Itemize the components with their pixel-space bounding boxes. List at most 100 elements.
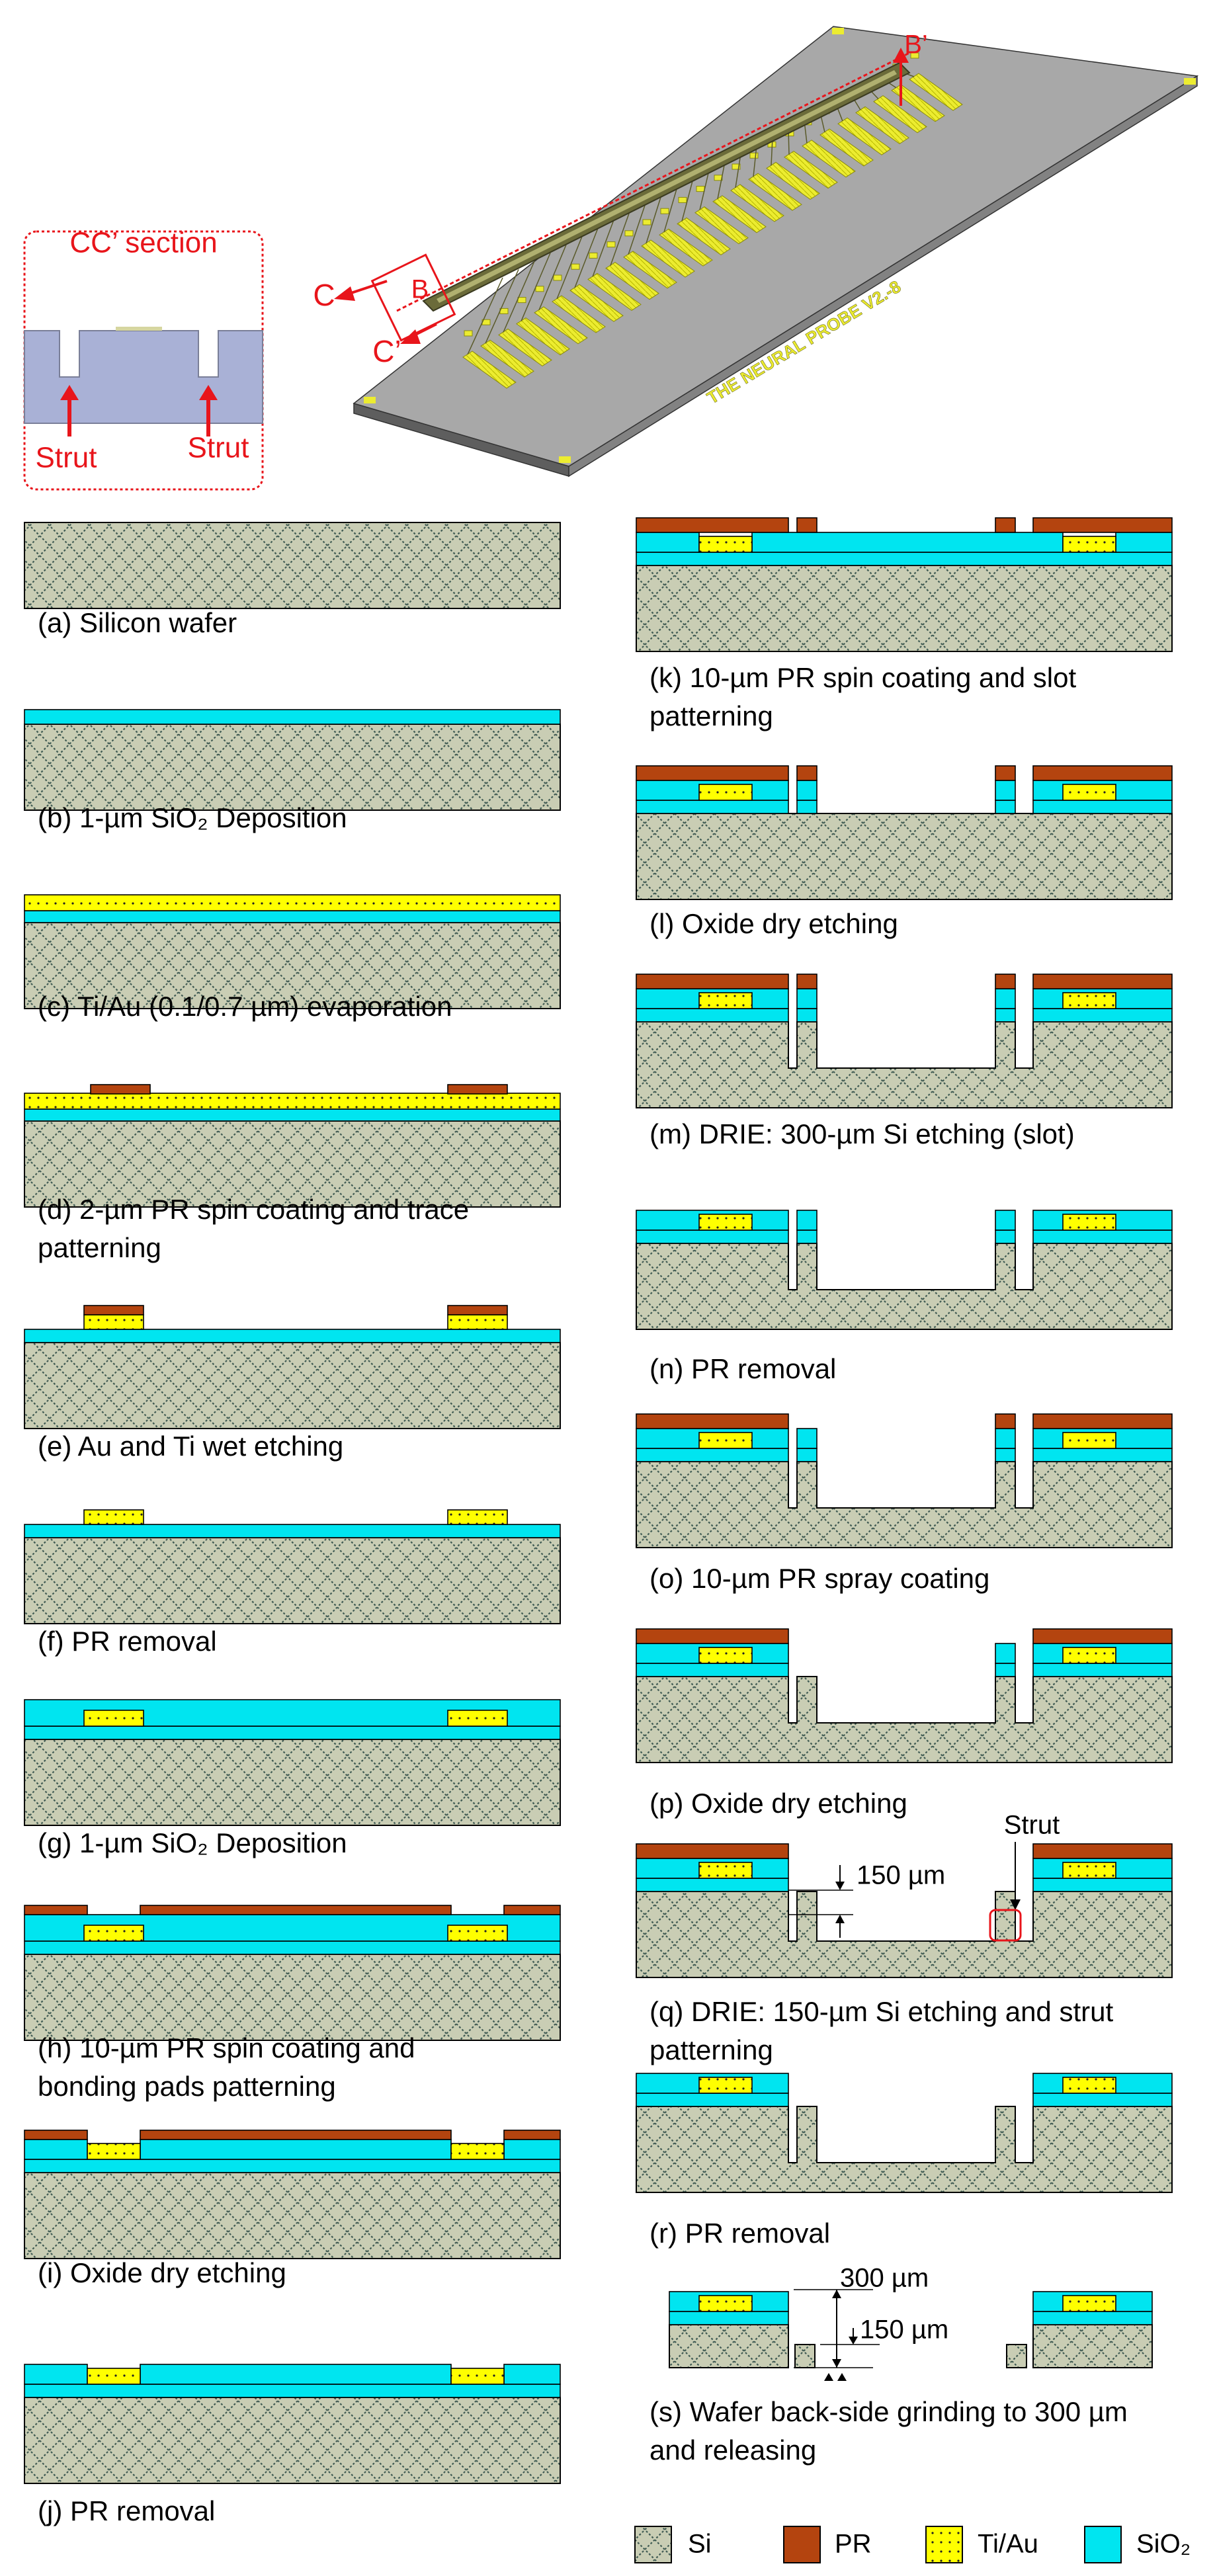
s-dim-150-head: [849, 2337, 858, 2345]
caption-a-line-1: (a) Silicon wafer: [38, 607, 237, 638]
pr-block: [636, 517, 789, 533]
tiau-pad: [698, 2077, 753, 2094]
tiau-pad: [1062, 1862, 1116, 1879]
probe-bonding-pads: [462, 52, 963, 389]
sio2-block: [24, 1725, 561, 1740]
si-wafer: [636, 1243, 1173, 1330]
bonding-pad-finger: [534, 306, 588, 345]
sio2-block: [796, 1229, 817, 1244]
probe-site: [732, 163, 741, 170]
probe-label-c-prime: C’: [372, 334, 401, 368]
trace-line: [610, 211, 630, 266]
inset-arrowhead-right: [199, 385, 218, 400]
sio2-block: [995, 988, 1016, 1009]
sio2-block: [995, 1008, 1016, 1022]
pr-block: [1032, 765, 1173, 781]
tiau-pad: [83, 1710, 144, 1727]
si-wafer: [24, 522, 561, 609]
bonding-pad-finger: [909, 73, 963, 111]
sio2-block: [140, 2139, 452, 2160]
caption-m-line-1: (m) DRIE: 300-µm Si etching (slot): [649, 1118, 1075, 1149]
tiau-pad: [1062, 992, 1116, 1009]
si-wafer: [24, 1537, 561, 1624]
probe-3d-view: C C’ B B’ THE NEURAL PROBE V2.-8: [313, 26, 1199, 478]
pr-block: [140, 1905, 452, 1915]
si-wafer: [24, 1739, 561, 1826]
bonding-pad-finger: [766, 161, 820, 200]
sio2-block: [995, 1210, 1016, 1231]
legend-pr-label: PR: [835, 2530, 872, 2559]
inset-title: CC’ section: [69, 227, 217, 259]
pr-block: [636, 1628, 789, 1644]
sio2-block: [636, 532, 700, 553]
pr-block: [796, 974, 817, 989]
tiau-pad: [1062, 1647, 1116, 1664]
step-panel-k: [636, 517, 1173, 652]
probe-site: [678, 196, 687, 203]
bonding-pad-finger: [480, 339, 534, 378]
caption-g-line-1: (g) 1-µm SiO₂ Deposition: [38, 1827, 347, 1858]
tiau-pad: [447, 1509, 508, 1525]
step-panel-h: [24, 1905, 561, 2041]
bonding-pad-finger: [641, 239, 695, 278]
s-dim-300-head-top: [832, 2290, 841, 2298]
sio2-block: [1115, 532, 1173, 553]
caption-d-line-1: (d) 2-µm PR spin coating and trace: [38, 1194, 469, 1225]
step-panel-o: [636, 1413, 1173, 1548]
step-panel-j: [24, 2364, 561, 2484]
bonding-pad-finger: [819, 128, 874, 167]
tiau-pad: [447, 1314, 508, 1330]
probe-label-b-prime: B’: [904, 30, 928, 60]
pr-block: [995, 765, 1016, 781]
sio2-block: [751, 532, 1064, 553]
s-dim-300-head-bottom: [832, 2359, 841, 2368]
sio2-block: [636, 1448, 789, 1462]
tiau-pad: [447, 1925, 508, 1942]
tiau-pad: [1062, 2077, 1116, 2094]
trace-line: [699, 170, 710, 210]
sio2-block: [636, 1878, 789, 1892]
caption-j-line-1: (j) PR removal: [38, 2495, 215, 2526]
tiau-pad: [83, 1925, 144, 1942]
step-panel-n: [636, 1210, 1173, 1330]
sio2-block: [796, 1210, 817, 1231]
trace-line: [753, 145, 757, 177]
bonding-pad-finger: [605, 261, 659, 300]
sio2-block: [503, 2364, 561, 2385]
sio2-block: [995, 1663, 1016, 1677]
caption-s-line-1: (s) Wafer back-side grinding to 300 µm: [649, 2396, 1128, 2427]
legend-tiau-label: Ti/Au: [978, 2530, 1038, 2559]
si-wafer: [24, 922, 561, 1009]
inset-trace-stub: [116, 327, 162, 331]
step-panel-a: [24, 522, 561, 609]
bonding-pad-finger: [659, 228, 713, 267]
caption-q-line-1: (q) DRIE: 150-µm Si etching and strut: [649, 1996, 1113, 2027]
si-wafer: [636, 2106, 1173, 2193]
bonding-pad-finger: [712, 195, 767, 233]
tiau-pad: [1062, 1432, 1116, 1449]
step-panel-i: [24, 2130, 561, 2259]
s-right-si: [1032, 2324, 1153, 2368]
pr-block: [1032, 974, 1173, 989]
caption-k-line-2: patterning: [649, 700, 773, 731]
bonding-pad-finger: [802, 140, 856, 178]
bonding-pad-finger: [891, 84, 945, 122]
probe-site: [624, 230, 634, 237]
caption-s-line-2: and releasing: [649, 2434, 816, 2466]
probe-top-face: [353, 26, 1199, 467]
si-wafer: [636, 1891, 1173, 1978]
sio2-block: [796, 1448, 817, 1462]
sio2-block: [636, 1229, 789, 1244]
probe-c-prime-arrowhead: [400, 329, 421, 344]
caption-b-line-1: (b) 1-µm SiO₂ Deposition: [38, 802, 347, 833]
tiau-pad: [450, 2368, 505, 2385]
legend-tiau-swatch: [925, 2526, 963, 2563]
si-wafer: [24, 724, 561, 811]
pr-block: [447, 1084, 508, 1095]
pr-block: [995, 517, 1016, 533]
probe-site: [910, 52, 919, 59]
si-wafer: [636, 1676, 1173, 1763]
sio2-block: [995, 1428, 1016, 1449]
legend: Si PR Ti/Au SiO₂: [634, 2526, 1191, 2563]
